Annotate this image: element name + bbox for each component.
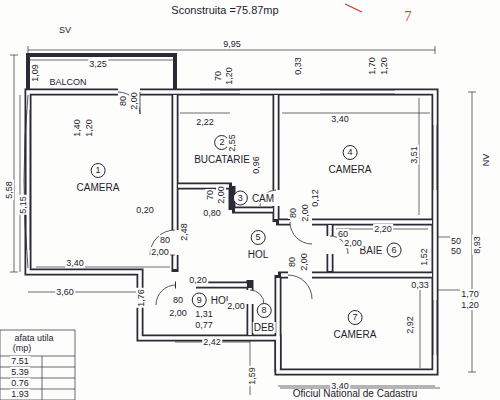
dimension-label: 2,00 <box>129 91 139 111</box>
room-label: 6BAIE <box>359 243 402 258</box>
dimension-label: 0,80 <box>202 208 222 218</box>
dimension-label: 1,70 <box>367 56 377 76</box>
dimension-label: 1,70 <box>460 289 480 299</box>
plan-label: BALCON <box>48 77 87 87</box>
room-label: 8DEB <box>253 303 276 333</box>
dimension-label: 0,12 <box>310 188 320 208</box>
dimension-label: 2,22 <box>195 117 215 127</box>
dimension-label: 2,00 <box>150 247 170 257</box>
dimension-label: 1,20 <box>224 66 234 86</box>
dimension-label: 2,42 <box>202 337 222 347</box>
dimension-label: 7.51 <box>10 356 30 366</box>
dimension-label: 80 <box>172 295 184 305</box>
dimension-label: 50 <box>450 246 462 256</box>
room-name: BUCATARIE <box>193 154 251 165</box>
room-number: 5 <box>251 230 266 245</box>
dimension-label: 80 <box>287 256 297 268</box>
dimension-label: 1.93 <box>10 389 30 399</box>
room-number: 7 <box>347 310 362 325</box>
room-label: 4CAMERA <box>328 145 373 175</box>
dimension-label: 5,15 <box>18 195 28 215</box>
plan-title: Sconstruita =75.87mp <box>171 4 278 16</box>
dimension-label: 80 <box>118 95 128 107</box>
dimension-label: 1,20 <box>379 56 389 76</box>
room-label: 3CAM <box>233 191 275 206</box>
dimension-label: 70 <box>205 189 215 201</box>
room-number: 3 <box>233 191 248 206</box>
plan-label: Oficiul National de Cadastru <box>292 389 419 399</box>
room-name: CAMERA <box>333 329 378 340</box>
dimension-label: 8,93 <box>472 235 482 255</box>
room-label: 7CAMERA <box>333 310 378 340</box>
dimension-label: 3,60 <box>55 287 75 297</box>
room-label: 2BUCATARIE <box>193 135 251 165</box>
room-name: CAMERA <box>328 164 373 175</box>
dimension-label: 3,51 <box>409 145 419 165</box>
dimension-label: 9,95 <box>222 39 242 49</box>
plan-label: NV <box>481 153 491 168</box>
plan-label: SV <box>58 25 72 35</box>
dimension-label: 0,33 <box>293 56 303 76</box>
dimension-label: 1,59 <box>247 366 257 386</box>
dimension-label: 0,96 <box>251 155 261 175</box>
dimension-label: 1,40 <box>72 118 82 138</box>
room-label: 1CAMERA <box>76 163 121 193</box>
dimension-label: 3,25 <box>88 59 108 69</box>
dimension-label: 2,00 <box>216 185 226 205</box>
dimension-label: 80 <box>288 207 298 219</box>
room-name: CAM <box>251 193 275 204</box>
room-name: CAMERA <box>76 182 121 193</box>
room-number: 4 <box>342 145 357 160</box>
dimension-label: 2,00 <box>299 252 309 272</box>
dimension-label: 0.76 <box>10 378 30 388</box>
dimension-label: 2,00 <box>226 301 246 311</box>
dimension-label: 3,40 <box>65 258 85 268</box>
dimension-label: 2,92 <box>405 315 415 335</box>
dimension-label: 1,31 <box>194 309 214 319</box>
room-name: HOL <box>247 249 270 260</box>
dimension-label: 0,20 <box>135 205 155 215</box>
dimension-label: 1,76 <box>136 288 146 308</box>
dimension-label: 2,00 <box>300 203 310 223</box>
plan-label: (mp) <box>12 343 33 353</box>
room-number: 9 <box>192 293 207 308</box>
dimension-label: 0,20 <box>188 275 208 285</box>
dimension-label: 70 <box>213 70 223 82</box>
dimension-label: 1,52 <box>419 247 429 267</box>
dimension-label: 80 <box>159 235 171 245</box>
dimension-label: 50 <box>450 236 462 246</box>
dimension-label: 0,77 <box>194 320 214 330</box>
dimension-label: 1,20 <box>460 300 480 310</box>
dimension-label: 7 <box>404 9 413 24</box>
dimension-label: 2,00 <box>343 238 363 248</box>
room-name: DEB <box>253 322 276 333</box>
room-number: 1 <box>90 163 105 178</box>
dimension-label: 3,40 <box>330 114 350 124</box>
plan-label: afata utila <box>13 333 54 343</box>
dimension-label: 2,48 <box>179 222 189 242</box>
dimension-label: 2,55 <box>227 133 237 153</box>
dimension-label: 1,09 <box>30 63 40 83</box>
dimension-label: 2,00 <box>168 308 188 318</box>
room-label: 5HOL <box>247 230 270 260</box>
dimension-label: 5.39 <box>10 367 30 377</box>
room-number: 8 <box>257 303 272 318</box>
dimension-label: 5,58 <box>4 180 14 200</box>
room-number: 6 <box>386 243 401 258</box>
dimension-label: 2,20 <box>373 224 393 234</box>
dimension-label: 0,33 <box>410 280 430 290</box>
dimension-label: 1,20 <box>84 118 94 138</box>
